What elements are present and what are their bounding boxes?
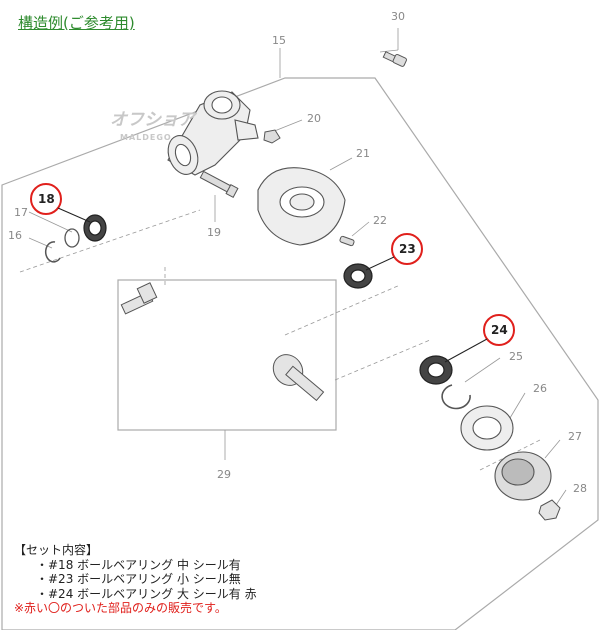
nut-28-icon	[538, 499, 561, 521]
part-label-25: 25	[509, 350, 523, 363]
part-label-19: 19	[207, 226, 221, 239]
gear-case-15-icon	[167, 90, 259, 176]
pinion-gear-icon	[120, 282, 158, 315]
part-label-15: 15	[272, 34, 286, 47]
bolt-19-icon	[199, 170, 239, 198]
part-label-24: 24	[491, 323, 508, 337]
assembly-outline	[1, 77, 599, 630]
set-contents: 【セット内容】 ・#18 ボールベアリング 中 シール有 ・#23 ボールベアリ…	[14, 543, 594, 616]
bolt-30-icon	[382, 51, 407, 67]
bevel-shaft-29-icon	[272, 354, 325, 402]
holder-26-icon	[460, 405, 514, 451]
page-title: 構造例(ご参考用)	[18, 14, 135, 32]
bearing-18-icon	[83, 214, 107, 242]
part-label-17: 17	[14, 206, 28, 219]
set-item-24: ・#24 ボールベアリング 大 シール有 赤	[36, 586, 257, 601]
part-label-27: 27	[568, 430, 582, 443]
part-label-21: 21	[356, 147, 370, 160]
part-label-16: 16	[8, 229, 22, 242]
part-label-26: 26	[533, 382, 547, 395]
part-label-20: 20	[307, 112, 321, 125]
watermark-logo: オフショア	[110, 110, 198, 130]
callout-23-circle	[391, 233, 423, 265]
circlip-25-icon	[441, 384, 471, 410]
part-label-29: 29	[217, 468, 231, 481]
part-label-23: 23	[399, 242, 416, 256]
callout-18-circle	[30, 183, 62, 215]
callout-24-circle	[483, 314, 515, 346]
bearing-24-icon	[419, 355, 453, 385]
part-label-28: 28	[573, 482, 587, 495]
part-label-30: 30	[391, 10, 405, 23]
bearing-23-icon	[343, 263, 373, 289]
bolt-20-icon	[263, 129, 281, 144]
part-label-18: 18	[38, 192, 55, 206]
cover-27-icon	[494, 451, 552, 501]
set-item-18: ・#18 ボールベアリング 中 シール有	[36, 557, 241, 572]
ring-17-icon	[64, 228, 80, 248]
screw-22-icon	[339, 235, 355, 247]
circlip-16-icon	[44, 241, 61, 263]
shaft-subassembly-box	[117, 279, 337, 431]
guard-plate-21-icon	[257, 167, 346, 246]
part-label-22: 22	[373, 214, 387, 227]
sale-note: ※赤い〇のついた部品のみの販売です。	[14, 601, 227, 615]
set-item-23: ・#23 ボールベアリング 小 シール無	[36, 572, 241, 586]
set-contents-header: 【セット内容】	[14, 543, 99, 557]
watermark-sub: MALDEGO	[120, 133, 172, 142]
